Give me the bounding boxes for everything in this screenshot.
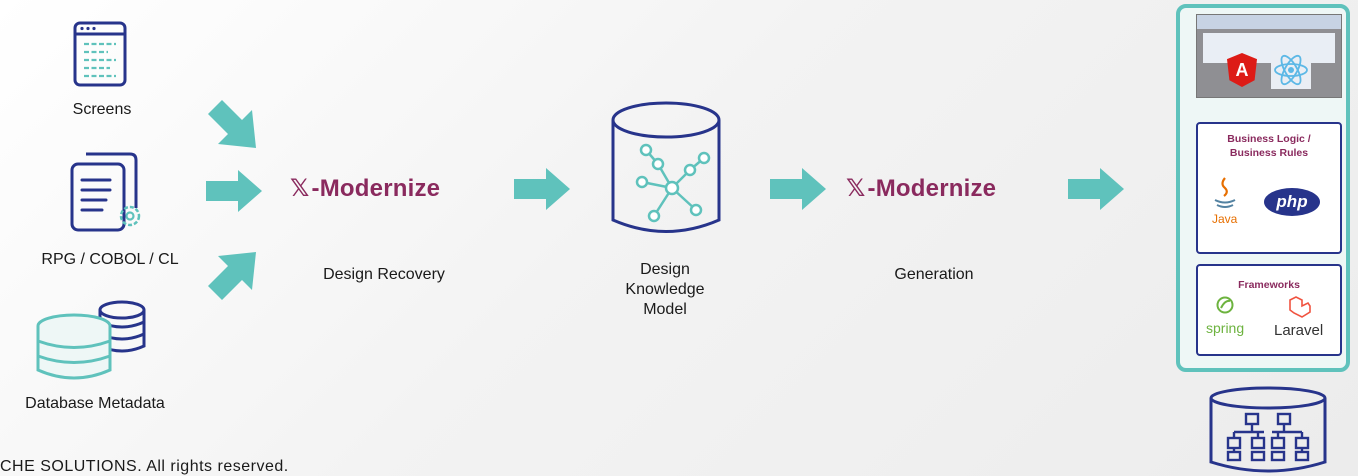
laravel-icon xyxy=(1289,296,1311,318)
arrow-icon-right xyxy=(514,168,570,210)
ui-screenshot-thumbnail: A xyxy=(1196,14,1342,98)
thumbnail-titlebar xyxy=(1197,15,1341,29)
code-languages-label: RPG / COBOL / CL xyxy=(41,251,179,268)
angular-icon: A xyxy=(1227,53,1257,87)
react-icon xyxy=(1271,51,1311,89)
business-logic-title-line2: Business Rules xyxy=(1229,147,1309,159)
frameworks-title: Frameworks xyxy=(1238,279,1300,291)
angular-letter: A xyxy=(1235,60,1249,80)
knowledge-model-label-line3: Model xyxy=(643,301,687,318)
x-logo-icon: 𝕏 xyxy=(846,174,866,202)
brand-name: -Modernize xyxy=(311,175,441,202)
java-icon xyxy=(1214,177,1236,208)
arrow-icon-right xyxy=(206,170,262,212)
business-logic-title: Business Logic / Business Rules xyxy=(1198,132,1340,160)
x-modernize-logo-generation: 𝕏-Modernize xyxy=(846,174,996,203)
design-recovery-label: Design Recovery xyxy=(323,266,445,283)
brand-name: -Modernize xyxy=(867,175,997,202)
screen-window-icon xyxy=(73,21,127,87)
database-metadata-label: Database Metadata xyxy=(25,395,165,412)
php-label: php xyxy=(1276,192,1308,211)
code-document-icon xyxy=(70,152,141,232)
database-schema-icon xyxy=(1209,386,1327,473)
database-icon xyxy=(36,300,146,380)
arrow-icon-right xyxy=(1068,168,1124,210)
laravel-label: Laravel xyxy=(1274,322,1324,339)
generation-label: Generation xyxy=(894,266,974,283)
arrow-icon-down-right xyxy=(208,100,256,148)
business-logic-card: Business Logic / Business Rules Java php xyxy=(1196,122,1342,254)
frameworks-card: Frameworks spring Laravel xyxy=(1196,264,1342,356)
arrow-icon-right xyxy=(770,168,826,210)
knowledge-model-database-icon xyxy=(611,101,721,233)
x-logo-icon: 𝕏 xyxy=(290,174,310,202)
thumbnail-content xyxy=(1203,33,1335,63)
x-modernize-logo-recovery: 𝕏-Modernize xyxy=(290,174,440,203)
java-label: Java xyxy=(1212,212,1238,226)
arrow-icon-up-right xyxy=(208,252,256,300)
business-logic-title-line1: Business Logic / xyxy=(1227,133,1311,145)
knowledge-model-label-line1: Design xyxy=(640,261,690,278)
knowledge-model-label: Design Knowledge Model xyxy=(600,260,730,320)
screens-label: Screens xyxy=(72,101,132,118)
knowledge-model-label-line2: Knowledge xyxy=(625,281,705,298)
footer-copyright: CHE SOLUTIONS. All rights reserved. xyxy=(0,458,289,475)
spring-leaf-icon xyxy=(1216,296,1234,314)
php-icon: php xyxy=(1264,188,1320,216)
spring-label: spring xyxy=(1206,320,1245,336)
